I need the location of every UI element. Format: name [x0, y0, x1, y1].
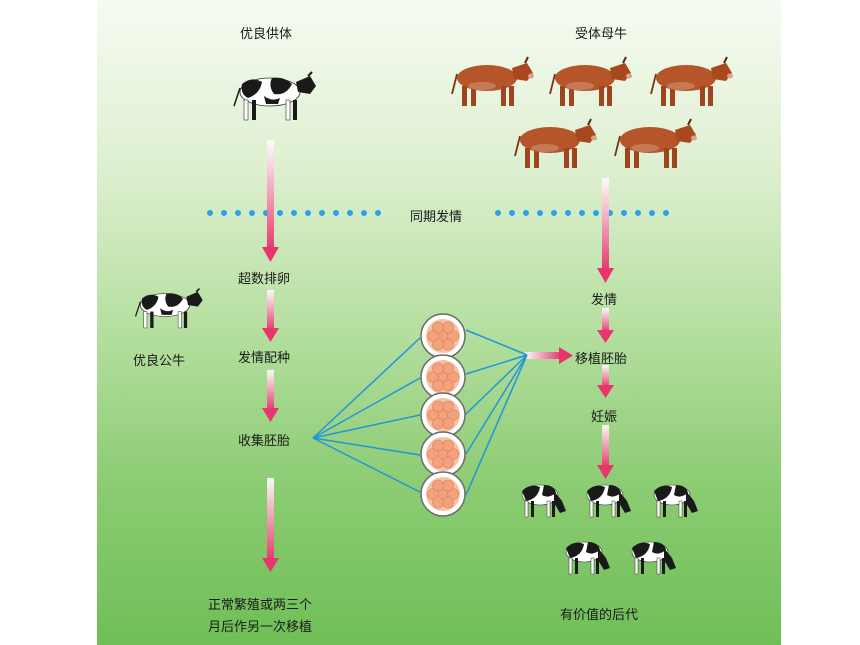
recipient-cow-icon — [514, 118, 598, 169]
embryo-icon — [420, 431, 466, 477]
offspring-label: 有价值的后代 — [560, 608, 639, 623]
breeding-to-collection-arrow — [262, 370, 279, 422]
offspring-calf-icon — [586, 484, 632, 518]
recipient-cow-icon — [650, 56, 734, 107]
transfer-connector-lines — [465, 329, 528, 496]
offspring-calf-icon — [653, 484, 699, 518]
donor-holstein-cow-icon — [233, 71, 317, 121]
estrus-to-transfer-arrow — [597, 308, 614, 343]
embryo-icon — [420, 313, 466, 359]
pregnancy-to-offspring-arrow — [597, 425, 614, 479]
sync-estrus-label: 同期发情 — [410, 210, 463, 225]
bull-label: 优良公牛 — [133, 354, 186, 369]
superovulation-label: 超数排卵 — [238, 272, 291, 287]
donor-label: 优良供体 — [240, 27, 293, 42]
embryos-to-transfer-arrow — [525, 347, 573, 364]
embryo-icon — [420, 471, 466, 517]
superovulation-to-breeding-arrow — [262, 290, 279, 342]
bull-holstein-icon — [134, 287, 204, 329]
recipients-label: 受体母牛 — [575, 27, 628, 42]
collection-connector-lines — [312, 337, 421, 493]
offspring-calf-icon — [631, 541, 677, 575]
donor-next-line2: 月后作另一次移植 — [208, 620, 313, 635]
estrus-label: 发情 — [591, 293, 618, 308]
transfer-to-pregnancy-arrow — [597, 365, 614, 398]
recipients-to-estrus-arrow — [597, 178, 614, 283]
embryo-icon — [420, 392, 466, 438]
collection-to-next-arrow — [262, 478, 279, 572]
donor-next-line1: 正常繁殖或两三个 — [208, 598, 313, 613]
recipient-cow-icon — [549, 56, 633, 107]
offspring-calf-icon — [565, 541, 611, 575]
transfer-embryo-label: 移植胚胎 — [575, 352, 628, 367]
recipient-cow-icon — [614, 118, 698, 169]
recipient-cow-icon — [451, 56, 535, 107]
collect-embryo-label: 收集胚胎 — [238, 434, 291, 449]
estrus-breeding-label: 发情配种 — [238, 351, 291, 366]
donor-to-superovulation-arrow — [262, 140, 279, 262]
pregnancy-label: 妊娠 — [591, 410, 618, 425]
offspring-calf-icon — [521, 484, 567, 518]
